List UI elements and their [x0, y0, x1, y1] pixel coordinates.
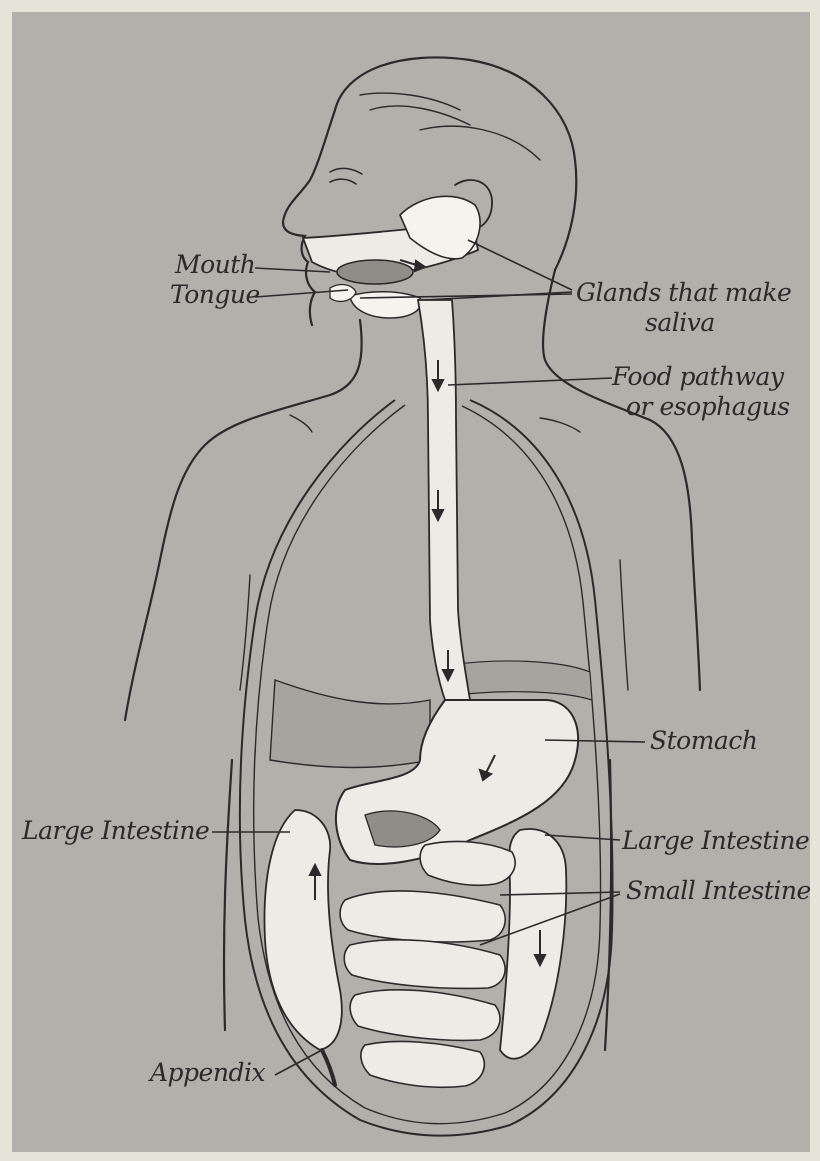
label-large-intestine-left: Large Intestine [22, 818, 209, 843]
label-stomach: Stomach [650, 728, 757, 753]
label-esophagus-line2: or esophagus [626, 394, 790, 419]
label-small-intestine: Small Intestine [626, 878, 811, 903]
label-glands-line2: saliva [645, 310, 715, 335]
tongue-shape [337, 260, 413, 284]
label-glands-line1: Glands that make [576, 280, 791, 305]
label-esophagus-line1: Food pathway [612, 364, 784, 389]
label-appendix: Appendix [150, 1060, 265, 1085]
label-large-intestine-right: Large Intestine [622, 828, 809, 853]
label-mouth: Mouth [175, 252, 255, 277]
label-tongue: Tongue [170, 282, 260, 307]
